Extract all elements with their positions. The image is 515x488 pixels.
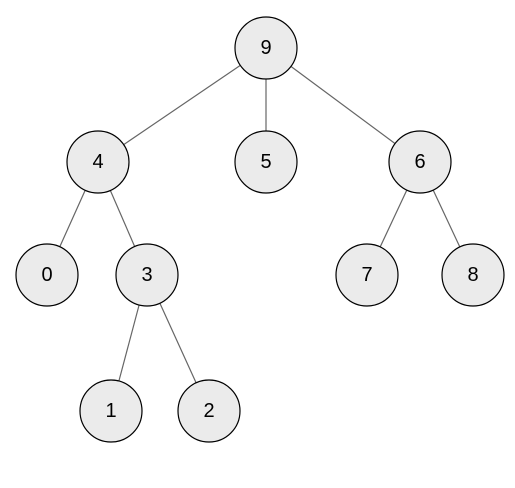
edge-9-6 [290,65,396,145]
node-label: 5 [260,151,271,173]
node-label: 9 [260,37,271,59]
tree-nodes: 9 4 5 6 0 3 7 8 1 2 [15,16,505,443]
node-label: 4 [92,151,103,173]
edge-9-4 [123,64,241,146]
node-circle [66,130,130,194]
edge-6-7 [379,189,408,248]
node-label: 3 [141,264,152,286]
node-label: 7 [361,264,372,286]
tree-node-4: 4 [66,130,130,194]
node-label: 2 [203,400,214,422]
node-label: 1 [105,400,116,422]
tree-node-6: 6 [388,130,452,194]
tree-node-2: 2 [177,379,241,443]
node-circle [335,243,399,307]
node-label: 0 [41,264,52,286]
edge-3-2 [159,302,197,384]
tree-edges [59,64,461,384]
edge-6-8 [432,189,461,248]
node-label: 8 [467,264,478,286]
node-circle [441,243,505,307]
node-circle [79,379,143,443]
tree-node-1: 1 [79,379,143,443]
tree-node-3: 3 [115,243,179,307]
node-circle [115,243,179,307]
node-circle [15,243,79,307]
node-circle [177,379,241,443]
edge-4-3 [109,190,136,247]
node-label: 6 [414,151,425,173]
edge-3-1 [118,304,140,382]
tree-node-7: 7 [335,243,399,307]
tree-node-0: 0 [15,243,79,307]
node-circle [388,130,452,194]
tree-node-9: 9 [234,16,298,80]
node-circle [234,16,298,80]
node-circle [234,130,298,194]
tree-node-8: 8 [441,243,505,307]
tree-node-5: 5 [234,130,298,194]
edge-4-0 [59,190,86,247]
